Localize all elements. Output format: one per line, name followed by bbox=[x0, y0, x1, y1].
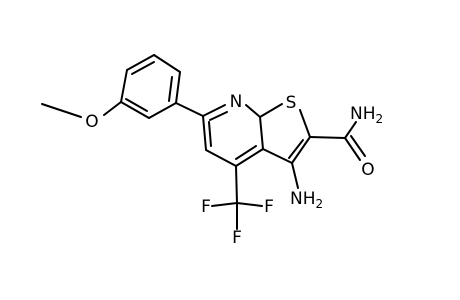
bond bbox=[291, 136, 311, 164]
bond bbox=[299, 109, 311, 138]
amide-nh2-label: NH2 bbox=[350, 104, 383, 126]
bond bbox=[168, 76, 173, 102]
bond bbox=[350, 135, 366, 157]
atom-fluorine-bottom: F bbox=[232, 228, 242, 248]
bond bbox=[202, 104, 226, 117]
bond bbox=[153, 54, 181, 73]
amine-subscript: 2 bbox=[316, 197, 324, 211]
bond bbox=[175, 102, 204, 117]
bond bbox=[288, 139, 304, 159]
bond-group bbox=[41, 54, 366, 230]
bond bbox=[208, 121, 212, 147]
bond bbox=[262, 148, 293, 164]
amide-nh-text: NH bbox=[350, 104, 376, 124]
bond bbox=[235, 148, 264, 167]
bond bbox=[125, 98, 148, 112]
atom-fluorine-right: F bbox=[264, 197, 274, 217]
bond bbox=[235, 165, 238, 204]
amine-nh2-label: NH2 bbox=[290, 189, 323, 211]
bond bbox=[120, 101, 150, 119]
bond bbox=[309, 136, 346, 139]
bond bbox=[175, 71, 181, 104]
bond bbox=[235, 145, 257, 160]
bond bbox=[131, 61, 155, 75]
bond bbox=[236, 202, 263, 207]
atom-fluorine-left: F bbox=[201, 197, 211, 217]
atom-nitrogen-pyridine: N bbox=[230, 92, 243, 112]
bond bbox=[344, 137, 361, 161]
bond bbox=[209, 111, 228, 121]
bond bbox=[259, 116, 264, 150]
atom-oxygen-methoxy: O bbox=[85, 112, 98, 132]
bond bbox=[245, 104, 261, 118]
bond bbox=[148, 102, 177, 119]
bond bbox=[344, 121, 357, 139]
bond bbox=[211, 202, 238, 207]
atom-sulfur: S bbox=[286, 93, 297, 113]
bond bbox=[120, 69, 128, 103]
bond bbox=[202, 115, 207, 151]
bond bbox=[41, 103, 82, 118]
atom-labels: O N S O NH2 NH2 F F F bbox=[85, 92, 383, 248]
amine-nh-text: NH bbox=[290, 189, 316, 209]
amide-subscript: 2 bbox=[376, 112, 384, 126]
bond bbox=[126, 54, 155, 71]
atom-oxygen-amide: O bbox=[361, 160, 374, 180]
bond bbox=[103, 101, 122, 116]
bond bbox=[259, 103, 283, 118]
bond bbox=[205, 149, 237, 167]
bond bbox=[291, 162, 299, 189]
